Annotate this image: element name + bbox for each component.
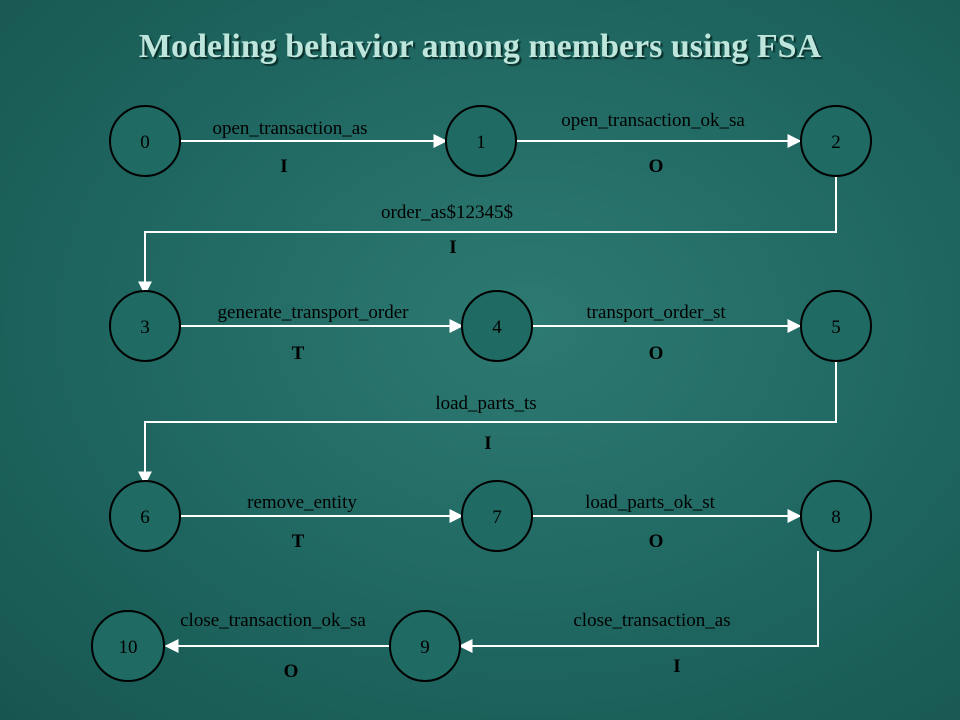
state-label: 9 <box>420 637 430 658</box>
edge-type: I <box>484 433 491 454</box>
edge-label: close_transaction_ok_sa <box>180 610 366 631</box>
state-10: 10 <box>91 610 165 682</box>
state-5: 5 <box>800 290 872 362</box>
state-3: 3 <box>109 290 181 362</box>
edge-type: I <box>673 656 680 677</box>
edge-label: close_transaction_as <box>573 610 730 631</box>
state-6: 6 <box>109 480 181 552</box>
state-label: 2 <box>831 132 841 153</box>
edge-8-9 <box>458 551 819 653</box>
edge-type: O <box>649 343 664 364</box>
state-1: 1 <box>445 105 517 177</box>
state-9: 9 <box>389 610 461 682</box>
edge-type: O <box>649 156 664 177</box>
state-7: 7 <box>461 480 533 552</box>
state-label: 10 <box>119 637 138 658</box>
edge-type: O <box>649 531 664 552</box>
state-label: 8 <box>831 507 841 528</box>
state-label: 4 <box>492 317 502 338</box>
edge-type: T <box>292 343 305 364</box>
state-label: 3 <box>140 317 150 338</box>
state-label: 6 <box>140 507 150 528</box>
edge-type: O <box>284 661 299 682</box>
state-8: 8 <box>800 480 872 552</box>
edge-type: I <box>449 237 456 258</box>
edge-type: I <box>280 156 287 177</box>
state-4: 4 <box>461 290 533 362</box>
state-label: 1 <box>476 132 486 153</box>
state-0: 0 <box>109 105 181 177</box>
state-label: 5 <box>831 317 841 338</box>
edge-label: open_transaction_ok_sa <box>561 110 745 131</box>
state-label: 7 <box>492 507 502 528</box>
edge-label: remove_entity <box>247 492 357 513</box>
edge-label: transport_order_st <box>586 302 726 323</box>
state-label: 0 <box>140 132 150 153</box>
edge-label: open_transaction_as <box>212 118 367 139</box>
edge-type: T <box>292 531 305 552</box>
edge-label: order_as$12345$ <box>381 202 513 223</box>
edge-label: load_parts_ok_st <box>585 492 716 513</box>
edge-5-6 <box>138 361 837 486</box>
edge-label: generate_transport_order <box>218 302 410 323</box>
edge-2-3 <box>138 176 837 296</box>
slide-title: Modeling behavior among members using FS… <box>138 28 822 65</box>
edge-label: load_parts_ts <box>435 393 536 414</box>
state-2: 2 <box>800 105 872 177</box>
